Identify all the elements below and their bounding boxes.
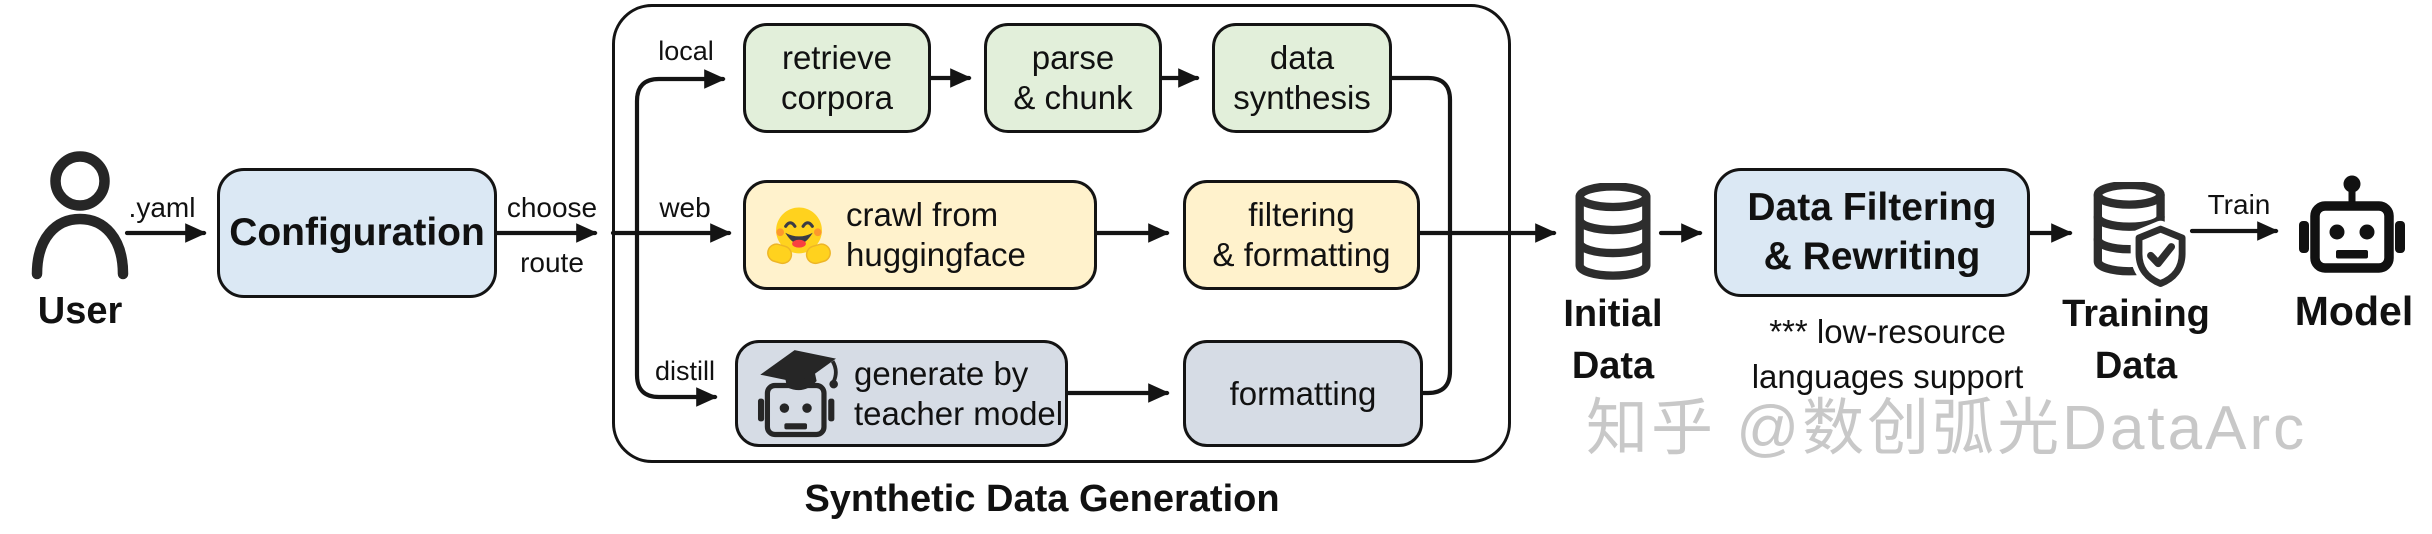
user-icon (28, 148, 132, 282)
step-data-synthesis: data synthesis (1212, 23, 1392, 133)
initial-data-label-line2: Data (1571, 345, 1655, 388)
step-label: retrieve (781, 39, 893, 77)
route-label-distill: distill (654, 356, 715, 386)
synthetic-data-generation-title: Synthetic Data Generation (804, 478, 1280, 520)
model-label: Model (2294, 288, 2414, 334)
training-data-label: Training Data (2056, 288, 2216, 393)
step-parse-chunk: parse & chunk (984, 23, 1162, 133)
step-label-line2: teacher model (854, 394, 1064, 432)
step-label: generate by teacher model (854, 354, 1063, 433)
data-filtering-label-line2: & Rewriting (1763, 234, 1981, 278)
choose-route-label-line1: choose (506, 192, 598, 223)
step-label-line2: huggingface (846, 236, 1026, 273)
train-arrow-label: Train (2207, 189, 2271, 220)
step-generate-teacher-model: generate by teacher model (735, 340, 1068, 447)
step-formatting: formatting (1183, 340, 1423, 447)
initial-data-label: Initial Data (1553, 288, 1673, 393)
low-resource-note-line2: languages support (1751, 357, 2024, 395)
step-crawl-huggingface: crawl from huggingface (743, 180, 1097, 290)
step-label: filtering (1248, 196, 1355, 234)
step-label: corpora (781, 79, 893, 116)
robot-graduate-icon (754, 344, 844, 443)
step-label-line1: generate by (854, 354, 1029, 392)
watermark-text: 知乎 @数创弧光DataArc (1586, 394, 2308, 463)
configuration-box: Configuration (217, 168, 497, 298)
initial-data-label-line1: Initial (1563, 293, 1663, 335)
data-filtering-label-line1: Data Filtering (1747, 185, 1997, 229)
step-label: synthesis (1233, 79, 1371, 116)
low-resource-note-line1: *** low-resource (1769, 313, 2006, 350)
route-label-web: web (659, 192, 711, 223)
step-label: crawl from huggingface (846, 195, 1026, 274)
database-icon (1570, 182, 1656, 281)
hugging-face-emoji (766, 204, 832, 266)
step-filtering-formatting: filtering & formatting (1183, 180, 1420, 290)
choose-route-label-line2: route (520, 247, 584, 278)
step-label: & chunk (1013, 79, 1133, 116)
step-label: formatting (1229, 374, 1377, 412)
step-label: parse (1031, 39, 1115, 77)
training-data-label-line1: Training (2062, 293, 2210, 335)
step-label-line1: crawl from (846, 196, 999, 234)
robot-icon (2294, 170, 2410, 284)
training-data-label-line2: Data (2094, 345, 2178, 388)
data-filtering-rewriting-box: Data Filtering & Rewriting (1714, 168, 2030, 297)
step-retrieve-corpora: retrieve corpora (743, 23, 931, 133)
low-resource-note: *** low-resource languages support (1705, 310, 2070, 399)
step-label: & formatting (1212, 236, 1391, 273)
yaml-arrow-label: .yaml (128, 192, 196, 223)
step-label: data (1269, 39, 1335, 77)
user-label: User (37, 290, 123, 332)
route-label-local: local (658, 36, 714, 66)
configuration-label: Configuration (229, 210, 485, 254)
database-shield-check-icon (2090, 180, 2191, 292)
